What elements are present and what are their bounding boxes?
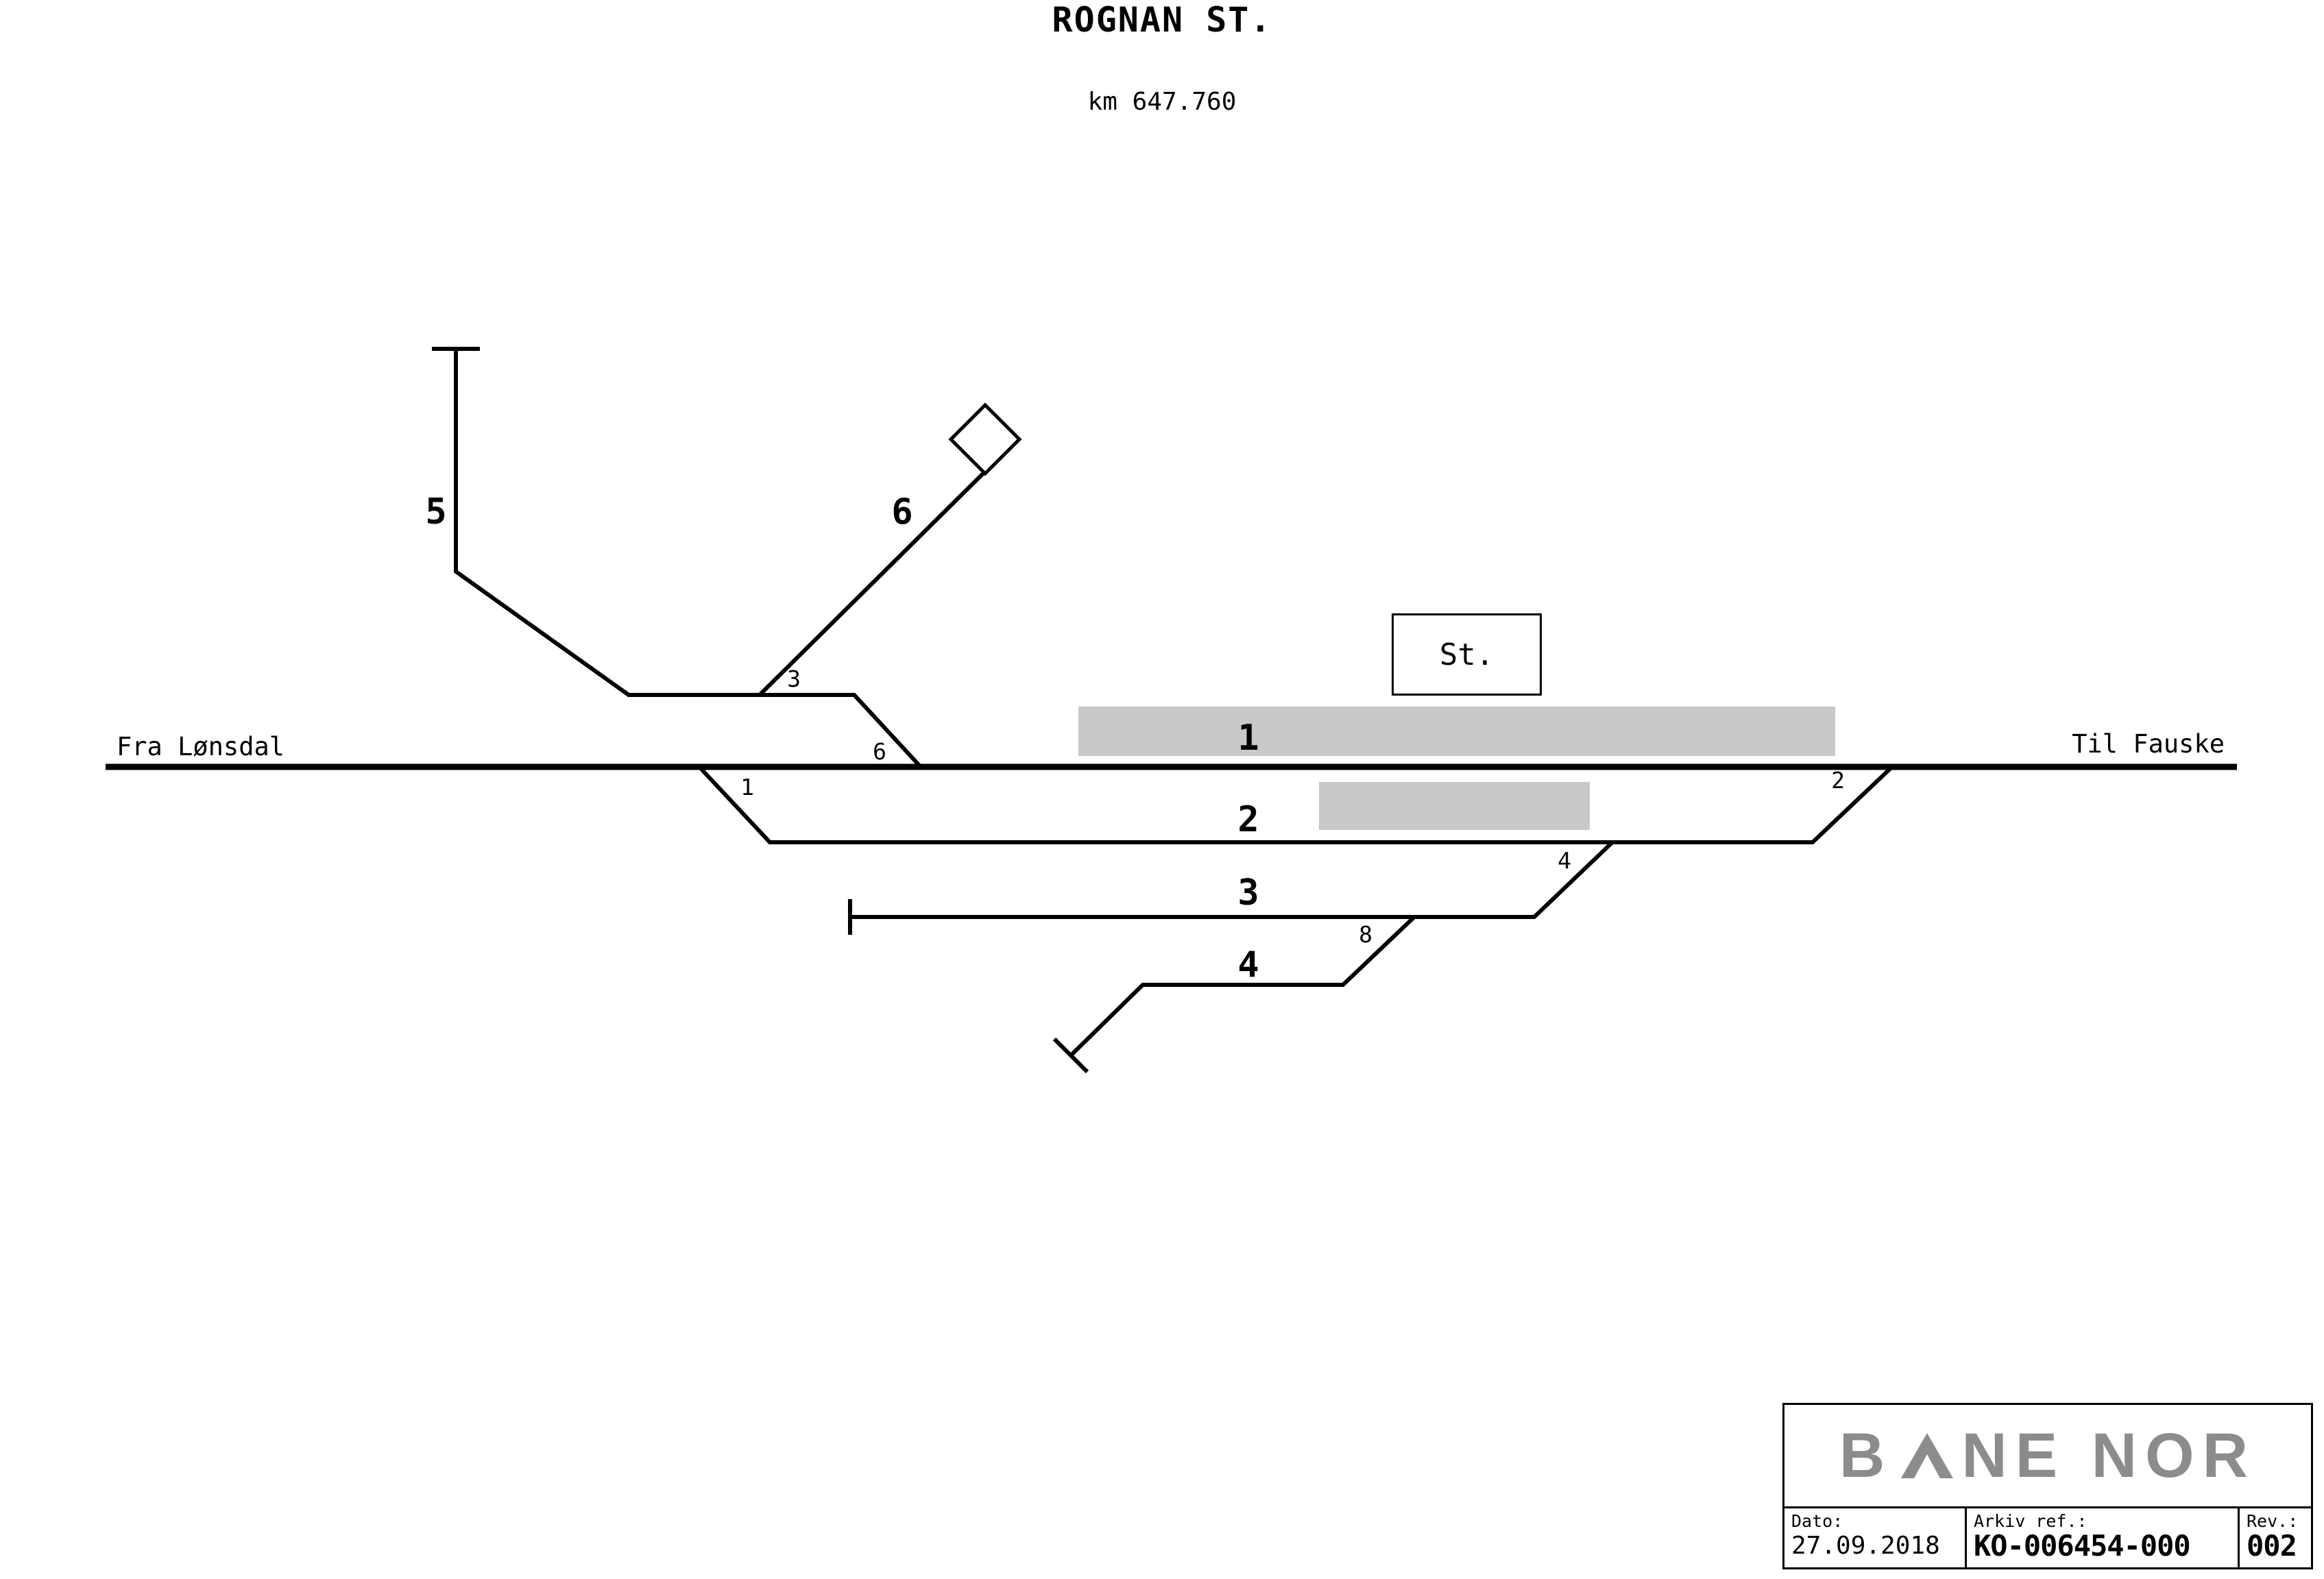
bane-nor-mark-icon xyxy=(1901,1433,1954,1478)
track-6-diamond xyxy=(948,402,1022,476)
track-4-end-tick xyxy=(1052,1037,1089,1074)
station-building-box: St. xyxy=(1392,613,1542,696)
track-6-label: 6 xyxy=(891,491,913,533)
date-cell: Dato: 27.09.2018 xyxy=(1784,1508,1965,1567)
title-block-fields: Dato: 27.09.2018 Arkiv ref.: KO-006454-0… xyxy=(1784,1506,2311,1567)
track-3-line xyxy=(850,840,1614,919)
track-4-line xyxy=(1069,915,1416,1057)
switch-3-label: 3 xyxy=(787,665,801,692)
revision-value: 002 xyxy=(2247,1529,2297,1563)
drawing-title-block: B NE NOR Dato: 27.09.2018 Arkiv ref.: KO… xyxy=(1782,1403,2313,1569)
platform-2 xyxy=(1319,782,1590,830)
switch-1-label: 1 xyxy=(740,774,754,800)
logo-text-left: B xyxy=(1839,1421,1893,1491)
km-label: km 647.760 xyxy=(1087,88,1237,116)
date-label: Dato: xyxy=(1791,1511,1843,1531)
from-direction-label: Fra Lønsdal xyxy=(117,732,285,761)
to-direction-label: Til Fauske xyxy=(2072,729,2225,759)
platform-1 xyxy=(1078,707,1835,756)
track-6-line xyxy=(758,469,987,697)
track-5-line xyxy=(454,349,923,769)
switch-8-label: 8 xyxy=(1359,921,1372,948)
switch-6-label: 6 xyxy=(873,738,886,765)
switch-2-label: 2 xyxy=(1831,767,1845,794)
track-3-label: 3 xyxy=(1237,872,1259,914)
station-building-label: St. xyxy=(1439,637,1494,672)
track-4-label: 4 xyxy=(1237,944,1259,986)
track-5-label: 5 xyxy=(425,491,447,533)
page-title: ROGNAN ST. xyxy=(1052,0,1272,40)
track-2-line xyxy=(697,765,1894,844)
archive-ref-value: KO-006454-000 xyxy=(1974,1529,2191,1563)
track-2-label: 2 xyxy=(1237,799,1259,840)
revision-label: Rev.: xyxy=(2247,1511,2299,1531)
archive-ref-label: Arkiv ref.: xyxy=(1974,1511,2087,1531)
logo-text-right: NE NOR xyxy=(1961,1421,2257,1491)
switch-4-label: 4 xyxy=(1558,847,1571,874)
bane-nor-logo: B NE NOR xyxy=(1784,1405,2311,1506)
date-value: 27.09.2018 xyxy=(1791,1532,1940,1560)
track-1-label: 1 xyxy=(1237,718,1259,759)
revision-cell: Rev.: 002 xyxy=(2238,1508,2311,1567)
archive-ref-cell: Arkiv ref.: KO-006454-000 xyxy=(1965,1508,2238,1567)
